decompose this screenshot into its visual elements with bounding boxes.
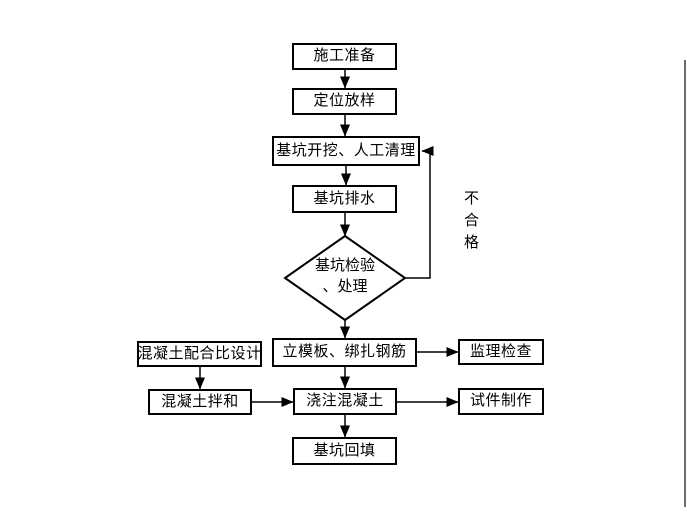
label-fail: 不合格 [462,190,478,256]
node-specimen-making: 试件制作 [458,388,544,415]
node-positioning-setout: 定位放样 [292,88,397,115]
node-formwork-rebar: 立模板、绑扎钢筋 [272,338,417,367]
decision-label-line1: 基坑检验 [314,258,375,274]
node-pit-excavation-cleanup: 基坑开挖、人工清理 [272,136,420,166]
node-construction-preparation: 施工准备 [292,43,397,70]
node-supervision-check: 监理检查 [458,339,544,365]
decision-diamond-shape [283,234,407,322]
node-pit-backfill: 基坑回填 [292,437,397,465]
node-pit-inspection-decision: 基坑检验 、处理 [285,256,405,298]
node-concrete-pouring: 浇注混凝土 [293,388,397,415]
arrow-fail-loop [405,146,434,279]
node-concrete-mix-design: 混凝土配合比设计 [137,341,262,367]
decision-label-line2: 、处理 [322,279,368,295]
node-pit-drainage: 基坑排水 [292,185,397,213]
node-concrete-mixing: 混凝土拌和 [148,389,252,415]
